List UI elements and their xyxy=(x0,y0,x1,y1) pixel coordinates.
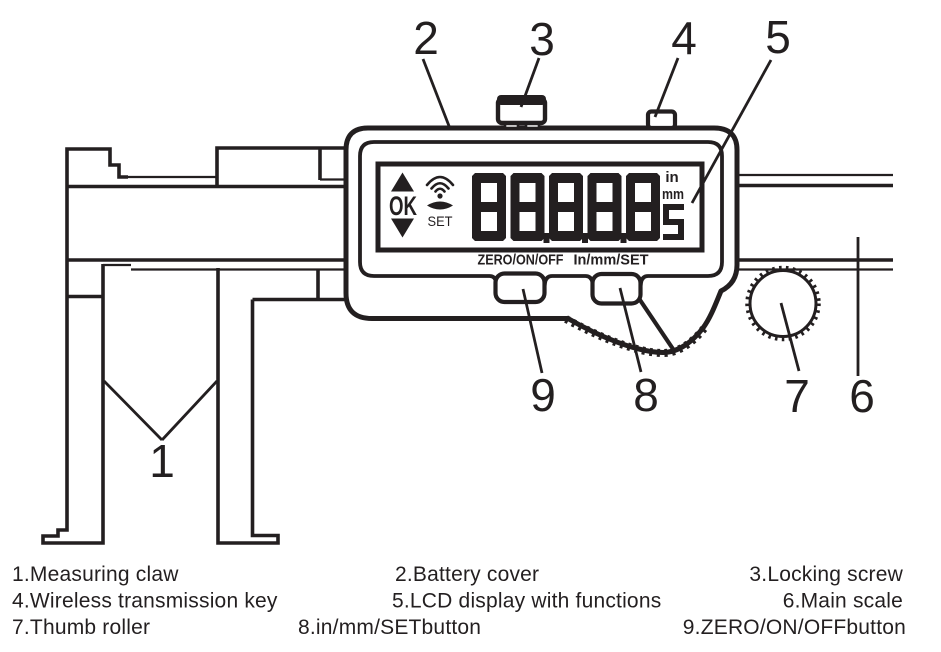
leader-2 xyxy=(421,58,451,127)
callout-5: 5 xyxy=(765,11,791,63)
decimal-dot xyxy=(582,233,588,243)
legend-item-4: 4.Wireless transmission key xyxy=(12,590,278,613)
slider-jaw xyxy=(215,146,346,545)
lcd-button-right-label: In/mm/SET xyxy=(574,252,649,269)
leader-8 xyxy=(618,287,643,373)
callout-numbers: 1 2 3 4 5 6 7 8 9 xyxy=(149,11,875,487)
legend: 1.Measuring claw 2.Battery cover 3.Locki… xyxy=(12,563,906,639)
zero-on-off-button[interactable] xyxy=(493,271,547,305)
lcd-display: OK SET in mm ZERO/ON/OFF In/mm/SET xyxy=(375,161,705,269)
leader-3 xyxy=(519,57,541,108)
legend-item-8: 8.in/mm/SETbutton xyxy=(298,616,481,639)
legend-item-7: 7.Thumb roller xyxy=(12,616,150,639)
callout-2: 2 xyxy=(413,12,439,64)
callout-9: 9 xyxy=(530,369,556,421)
lcd-unit-mm: mm xyxy=(662,186,684,203)
legend-item-5: 5.LCD display with functions xyxy=(392,590,661,613)
thumb-grip-knurl[interactable] xyxy=(564,315,708,358)
callout-7: 7 xyxy=(784,370,810,422)
main-scale-beam xyxy=(67,173,893,271)
wireless-signal-icon xyxy=(425,175,455,193)
fixed-jaw xyxy=(41,147,128,545)
thumb-grip-edge xyxy=(638,298,675,351)
decimal-dot xyxy=(620,233,627,243)
callout-3: 3 xyxy=(529,13,555,65)
callout-4: 4 xyxy=(671,12,697,64)
legend-item-2: 2.Battery cover xyxy=(395,563,539,586)
wireless-dot-icon xyxy=(437,193,443,199)
legend-item-6: 6.Main scale xyxy=(783,590,903,613)
callout-8: 8 xyxy=(633,369,659,421)
lcd-mode-digit xyxy=(663,204,684,240)
lcd-main-digits xyxy=(472,173,660,243)
callout-1: 1 xyxy=(149,435,175,487)
sensor-lens-icon xyxy=(427,201,453,210)
leader-4 xyxy=(653,57,680,118)
lcd-button-left-label: ZERO/ON/OFF xyxy=(478,252,564,269)
legend-item-3: 3.Locking screw xyxy=(749,563,903,586)
thumb-roller[interactable] xyxy=(745,265,821,342)
thumb-roller-knurl xyxy=(745,265,821,342)
decimal-dot xyxy=(543,233,550,243)
in-mm-set-button[interactable] xyxy=(590,271,643,306)
leader-9 xyxy=(521,288,544,374)
down-arrow-icon xyxy=(391,218,414,238)
lcd-unit-in: in xyxy=(665,169,678,186)
leader-5 xyxy=(690,59,773,204)
legend-item-1: 1.Measuring claw xyxy=(12,563,179,586)
callout-6: 6 xyxy=(849,370,875,422)
locking-screw[interactable] xyxy=(495,95,548,130)
leader-7 xyxy=(779,302,801,372)
lcd-ok-label: OK xyxy=(389,191,417,221)
leader-1 xyxy=(103,380,219,441)
wireless-transmission-key[interactable] xyxy=(645,109,678,131)
locking-screw-cap xyxy=(497,95,546,105)
fixed-jaw-outline xyxy=(41,147,128,545)
lcd-set-label: SET xyxy=(428,213,453,229)
up-arrow-icon xyxy=(391,172,414,192)
callout-leader-lines xyxy=(103,57,860,441)
legend-item-9: 9.ZERO/ON/OFFbutton xyxy=(683,616,906,639)
measuring-claw-right xyxy=(216,268,280,545)
